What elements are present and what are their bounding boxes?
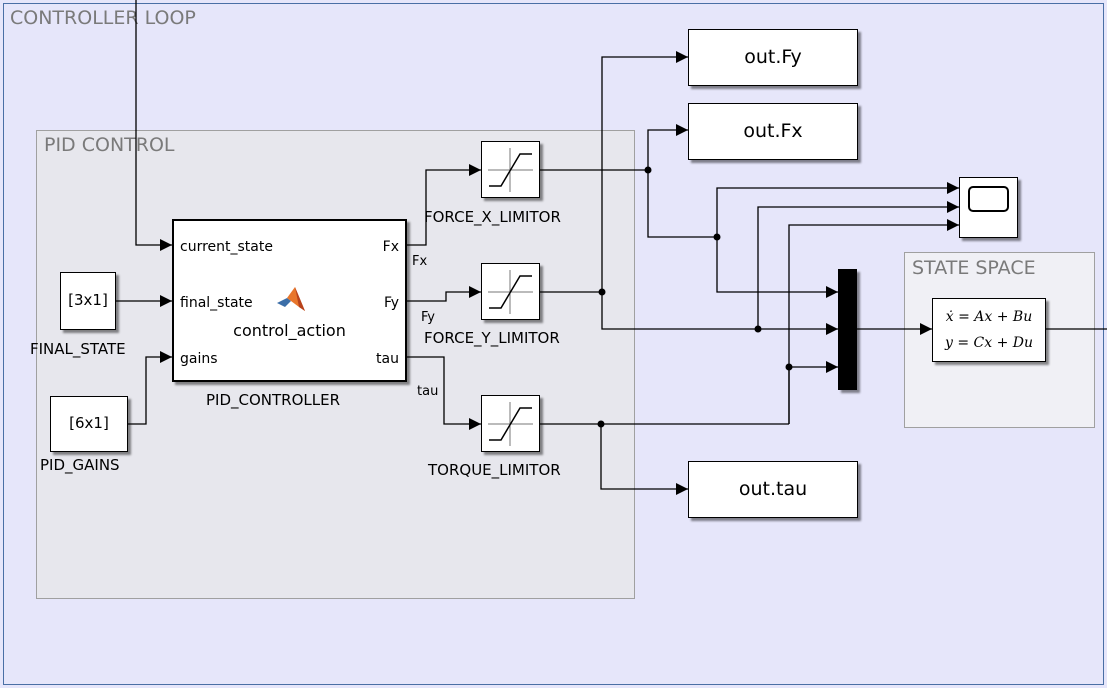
state-space-title: STATE SPACE (912, 257, 1036, 279)
scope-block[interactable] (959, 177, 1018, 238)
out-fy-block[interactable]: out.Fy (688, 29, 858, 86)
out-fx-label: out.Fx (743, 120, 803, 142)
signal-tau-label: tau (417, 384, 439, 399)
force-x-limitor-label: FORCE_X_LIMITOR (424, 208, 561, 226)
port-final-state: final_state (180, 295, 253, 311)
torque-limitor-label: TORQUE_LIMITOR (428, 461, 561, 479)
state-space-area[interactable]: STATE SPACE (904, 252, 1095, 428)
fy-line (407, 286, 481, 302)
port-current-state: current_state (180, 239, 273, 255)
junction-tau-branch (785, 363, 793, 371)
force-x-limitor-block[interactable] (481, 141, 540, 198)
final-state-value: [3x1] (68, 291, 108, 309)
force-y-limitor-block[interactable] (481, 263, 540, 320)
saturation-icon (488, 402, 533, 446)
pid-controller-label: PID_CONTROLLER (206, 391, 341, 409)
current-state-line (135, 0, 172, 251)
mux-block[interactable] (838, 269, 857, 390)
signal-fy-label: Fy (421, 310, 435, 325)
output-equation: y = Cx + Du (944, 335, 1034, 351)
fy-to-out (601, 51, 688, 292)
saturation-icon (488, 270, 533, 314)
port-tau-out: tau (376, 351, 399, 367)
saturation-icon (488, 148, 533, 192)
out-tau-block[interactable]: out.tau (688, 461, 858, 518)
junction-fy (598, 288, 606, 296)
fx-to-mux (716, 237, 838, 298)
junction-fy-branch (754, 325, 762, 333)
torque-limitor-block[interactable] (481, 395, 540, 452)
tau-to-out (600, 424, 688, 495)
port-fx-out: Fx (382, 239, 399, 255)
junction-fx (644, 166, 652, 174)
out-fy-label: out.Fy (744, 46, 802, 68)
state-equation: ẋ = Ax + Bu (945, 309, 1033, 325)
pid-gains-constant-block[interactable]: [6x1] (50, 396, 128, 452)
junction-tau (597, 420, 605, 428)
fx-to-scope (716, 182, 959, 237)
final-state-label: FINAL_STATE (30, 340, 126, 358)
function-name: control_action (233, 321, 346, 340)
force-y-limitor-label: FORCE_Y_LIMITOR (424, 329, 560, 347)
pid-controller-block[interactable]: current_state final_state gains Fx Fy ta… (172, 219, 407, 382)
scope-screen-icon (968, 186, 1009, 212)
fy-to-scope (757, 201, 959, 329)
pid-gains-label: PID_GAINS (40, 456, 120, 474)
gains-line (128, 351, 172, 425)
tau-to-scope (788, 219, 959, 424)
state-space-block[interactable]: ẋ = Ax + Bu y = Cx + Du (932, 298, 1046, 362)
tau-to-mux (788, 361, 838, 424)
port-fy-out: Fy (383, 295, 399, 311)
port-gains: gains (180, 351, 218, 367)
junction-fx-branch (713, 233, 721, 241)
controller-loop-title: CONTROLLER LOOP (10, 7, 196, 29)
final-state-constant-block[interactable]: [3x1] (60, 272, 116, 330)
fx-line (407, 164, 481, 246)
pid-gains-value: [6x1] (69, 414, 109, 432)
out-fx-block[interactable]: out.Fx (688, 103, 858, 160)
controller-loop-area: CONTROLLER LOOP (3, 3, 1104, 685)
fy-to-mux (601, 292, 838, 335)
matlab-logo-icon (277, 287, 305, 311)
fx-to-branch (647, 170, 717, 238)
pid-control-title: PID CONTROL (44, 134, 175, 156)
fx-to-out (647, 124, 688, 170)
out-tau-label: out.tau (738, 478, 808, 500)
tau-line (407, 356, 481, 430)
signal-fx-label: Fx (412, 254, 428, 269)
